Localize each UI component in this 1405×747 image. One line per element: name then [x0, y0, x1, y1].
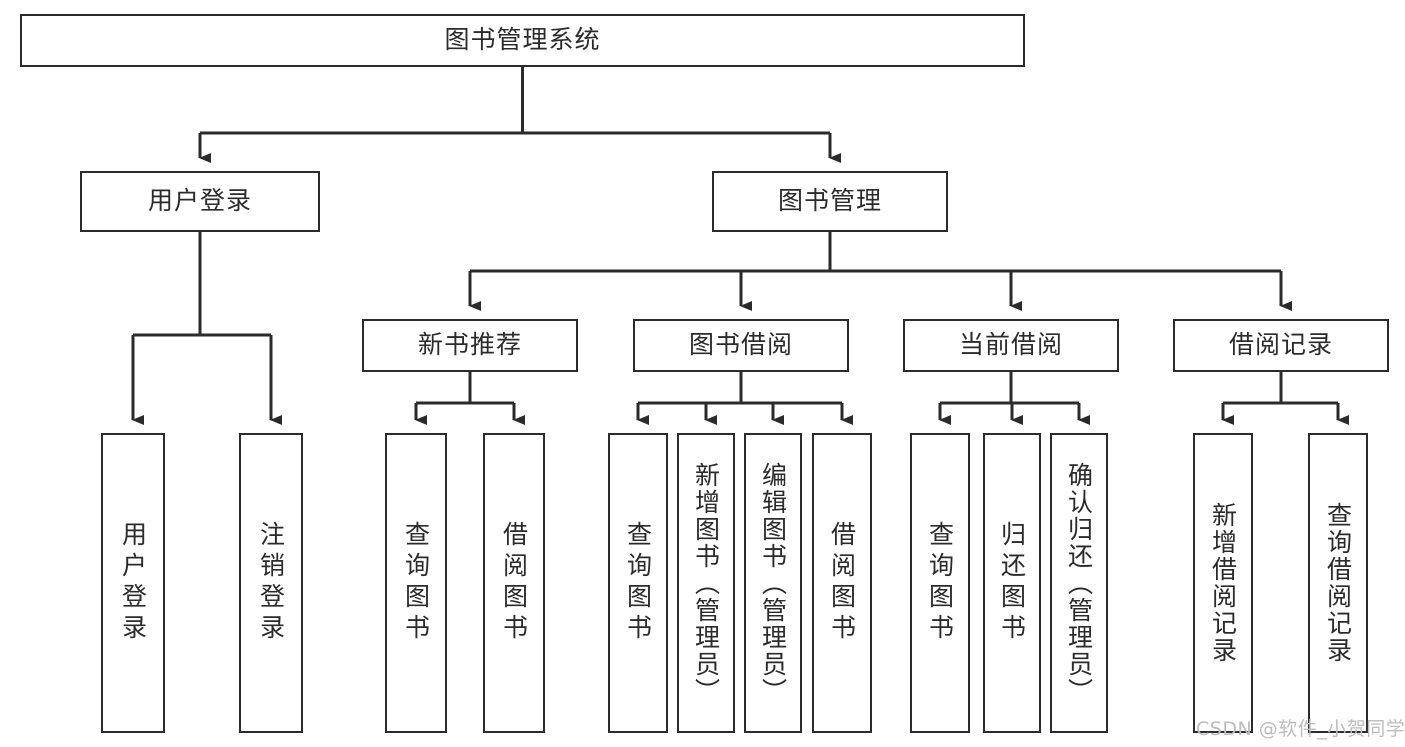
node-label: 图书管理: [777, 186, 882, 216]
node-leaf-confirm-return-admin[interactable]: 确认归还（管理员）: [1050, 433, 1108, 733]
node-label: 当前借阅: [958, 330, 1063, 360]
node-leaf-query-book-2[interactable]: 查询图书: [608, 433, 668, 733]
node-leaf-borrow-book-1[interactable]: 借阅图书: [483, 433, 545, 733]
node-leaf-user-login[interactable]: 用户登录: [101, 433, 165, 733]
node-label: 新书推荐: [417, 330, 522, 360]
node-leaf-add-borrow-record[interactable]: 新增借阅记录: [1193, 433, 1253, 733]
node-label: 图书管理系统: [444, 25, 601, 55]
node-label: 编辑图书（管理员）: [758, 461, 788, 705]
node-label: 注销登录: [256, 521, 286, 645]
node-label: 查询图书: [623, 521, 653, 645]
node-label: 查询图书: [925, 521, 955, 645]
node-label: 图书借阅: [688, 330, 793, 360]
node-label: 用户登录: [118, 521, 148, 645]
node-new-book-recommend[interactable]: 新书推荐: [362, 319, 578, 372]
node-book-borrow[interactable]: 图书借阅: [633, 319, 849, 372]
node-leaf-query-borrow-record[interactable]: 查询借阅记录: [1308, 433, 1368, 733]
node-label: 新增图书（管理员）: [691, 461, 721, 705]
node-leaf-query-book-3[interactable]: 查询图书: [910, 433, 970, 733]
node-label: 归还图书: [997, 521, 1027, 645]
node-leaf-user-logout[interactable]: 注销登录: [239, 433, 303, 733]
node-label: 确认归还（管理员）: [1064, 461, 1094, 705]
node-leaf-borrow-book-2[interactable]: 借阅图书: [812, 433, 872, 733]
node-label: 用户登录: [147, 186, 252, 216]
node-label: 查询图书: [401, 521, 431, 645]
node-borrow-record[interactable]: 借阅记录: [1173, 319, 1389, 372]
node-leaf-edit-book-admin[interactable]: 编辑图书（管理员）: [744, 433, 802, 733]
node-root[interactable]: 图书管理系统: [20, 14, 1025, 67]
node-label: 借阅图书: [499, 521, 529, 645]
csdn-watermark: CSDN @软件_小贺同学: [1196, 718, 1405, 740]
node-label: 借阅记录: [1228, 330, 1333, 360]
node-leaf-add-book-admin[interactable]: 新增图书（管理员）: [677, 433, 735, 733]
node-label: 查询借阅记录: [1323, 502, 1353, 664]
node-user-login[interactable]: 用户登录: [80, 171, 320, 232]
node-book-manage[interactable]: 图书管理: [712, 171, 948, 232]
node-label: 新增借阅记录: [1208, 502, 1238, 664]
node-leaf-query-book-1[interactable]: 查询图书: [385, 433, 447, 733]
node-label: 借阅图书: [827, 521, 857, 645]
node-current-borrow[interactable]: 当前借阅: [903, 319, 1119, 372]
node-leaf-return-book[interactable]: 归还图书: [983, 433, 1041, 733]
